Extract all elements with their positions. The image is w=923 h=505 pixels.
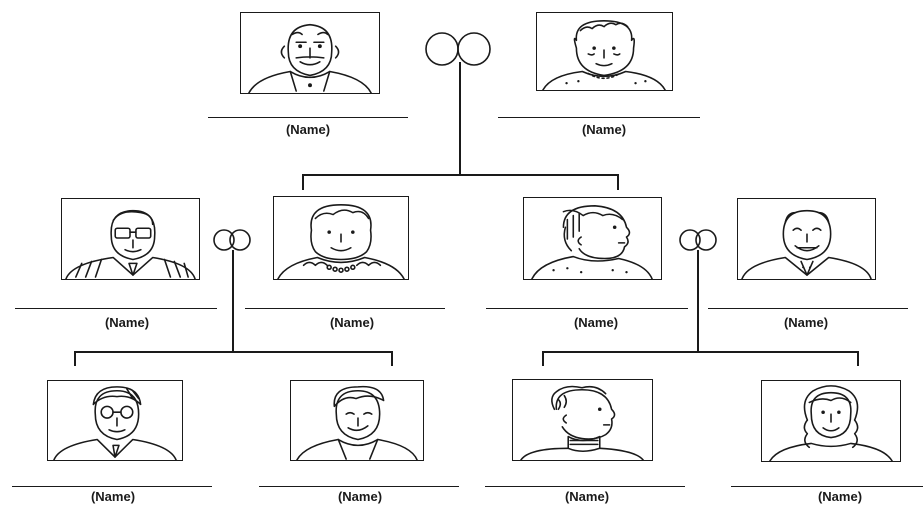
man-with-glasses-striped-suit-portrait xyxy=(61,198,200,280)
name-label: (Name) xyxy=(285,122,331,137)
name-label: (Name) xyxy=(783,315,829,330)
connector-line xyxy=(542,351,544,366)
name-line xyxy=(485,486,685,487)
young-man-portrait xyxy=(290,380,424,461)
name-label: (Name) xyxy=(581,122,627,137)
name-line xyxy=(731,486,923,487)
interlocking-rings-icon xyxy=(675,229,721,251)
connector-line xyxy=(617,174,619,190)
name-line xyxy=(245,308,445,309)
connector-line xyxy=(391,351,393,366)
girl-wavy-hair-portrait xyxy=(761,380,901,462)
name-line xyxy=(486,308,688,309)
interlocking-rings-icon xyxy=(412,32,504,66)
name-label: (Name) xyxy=(564,489,610,504)
connector-line xyxy=(232,250,234,352)
connector-line xyxy=(74,351,76,366)
boy-profile-turtleneck-portrait xyxy=(512,379,653,461)
name-label: (Name) xyxy=(329,315,375,330)
name-line xyxy=(15,308,217,309)
name-label: (Name) xyxy=(104,315,150,330)
connector-line xyxy=(459,62,461,175)
connector-line xyxy=(542,351,859,353)
name-label: (Name) xyxy=(90,489,136,504)
name-line xyxy=(498,117,700,118)
name-line xyxy=(259,486,459,487)
woman-with-necklace-portrait xyxy=(273,196,409,280)
connector-line xyxy=(74,351,393,353)
connector-line xyxy=(697,250,699,352)
bald-old-man-portrait xyxy=(240,12,380,94)
name-line xyxy=(708,308,908,309)
name-label: (Name) xyxy=(573,315,619,330)
name-label: (Name) xyxy=(337,489,383,504)
name-line xyxy=(12,486,212,487)
name-label: (Name) xyxy=(817,489,863,504)
boy-with-glasses-portrait xyxy=(47,380,183,461)
connector-line xyxy=(302,174,619,176)
connector-line xyxy=(857,351,859,366)
connector-line xyxy=(302,174,304,190)
name-line xyxy=(208,117,408,118)
smiling-older-man-portrait xyxy=(737,198,876,280)
interlocking-rings-icon xyxy=(209,229,255,251)
old-woman-portrait xyxy=(536,12,673,91)
woman-profile-portrait xyxy=(523,197,662,280)
